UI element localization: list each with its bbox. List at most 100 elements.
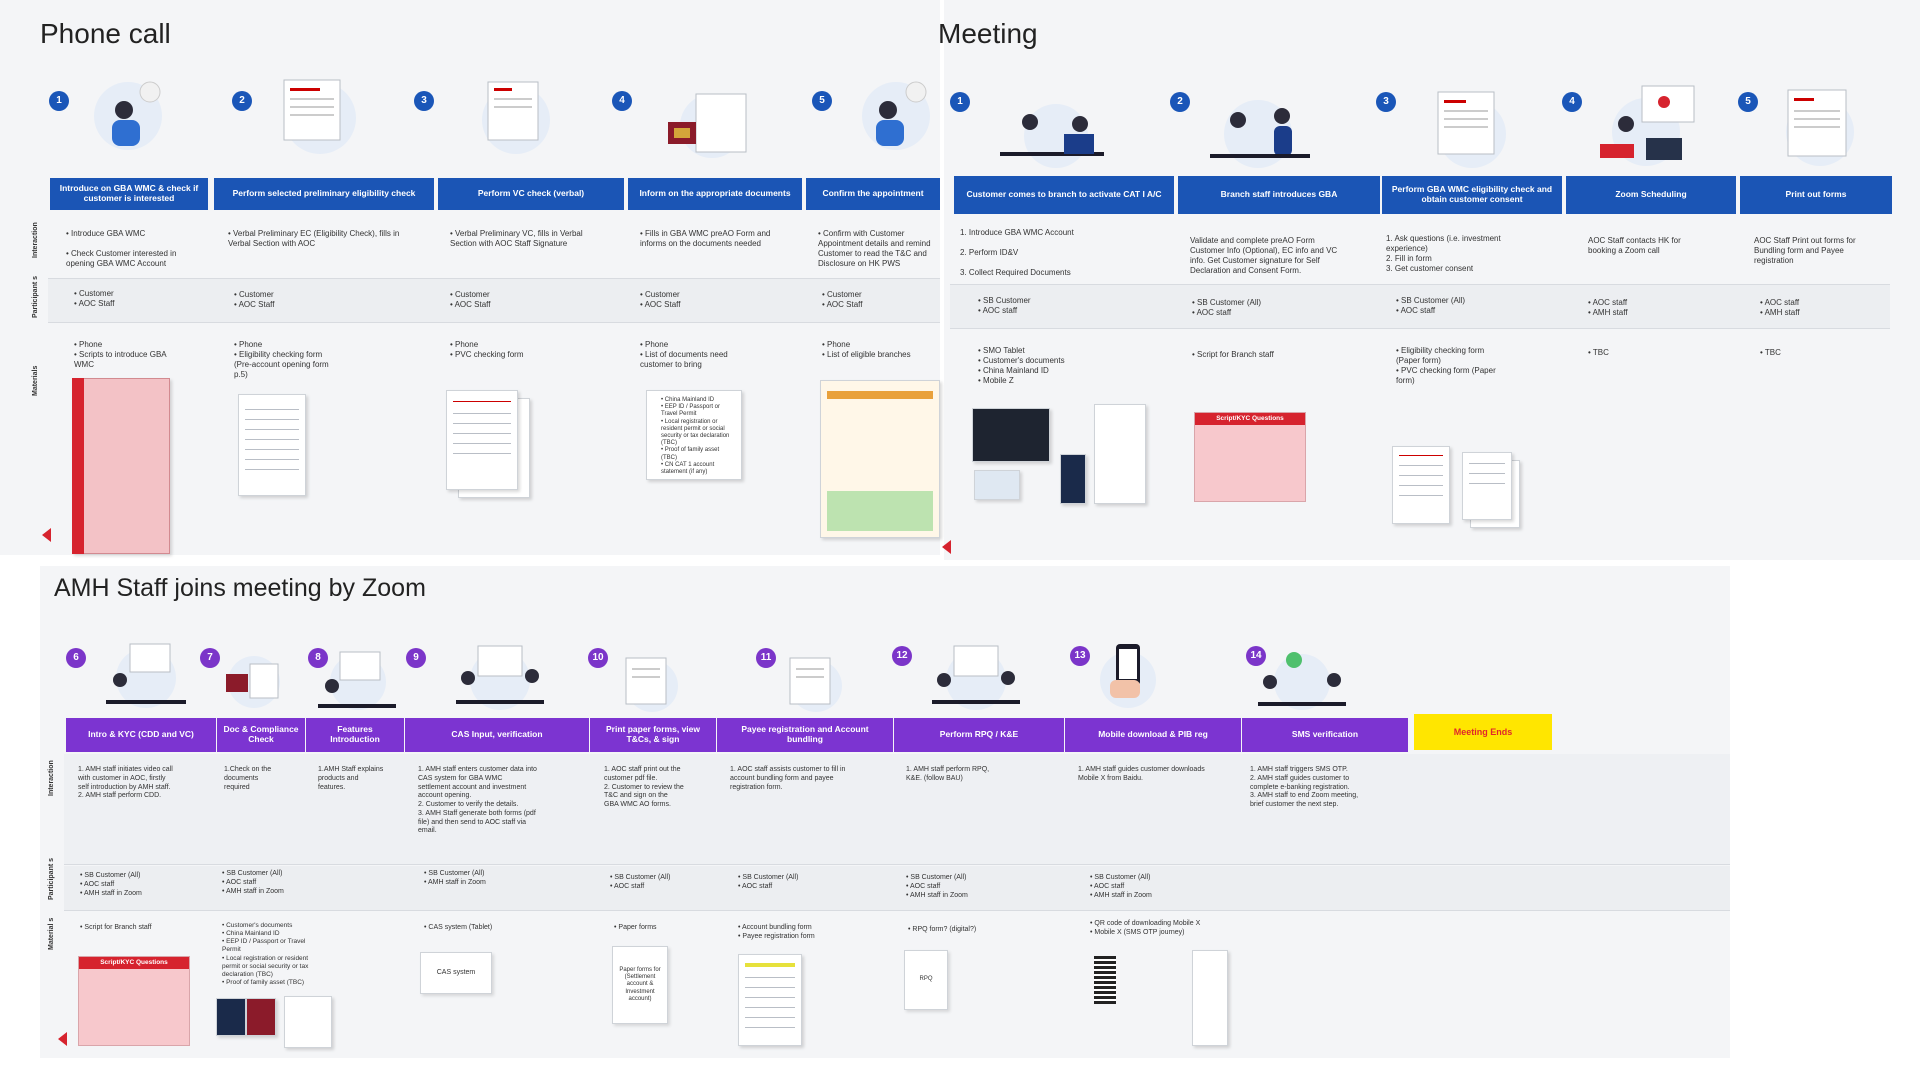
meeting-participants-cell-1: • SB Customer • AOC staff <box>978 296 1031 315</box>
meeting-participants-cell-4: • AOC staff • AMH staff <box>1588 298 1628 317</box>
zoom-materials-cell-7: • Customer's documents • China Mainland … <box>222 922 309 986</box>
materials-cell-2: • Phone • Eligibility checking form (Pre… <box>234 340 329 379</box>
meeting-step-header-4: Zoom Scheduling <box>1566 176 1736 214</box>
zoom-interaction-cell-10: 1. AOC staff print out the customer pdf … <box>604 766 684 808</box>
interaction-cell-1: • Introduce GBA WMC • Check Customer int… <box>66 229 177 268</box>
interaction-cell-2: • Verbal Preliminary EC (Eligibility Che… <box>228 229 400 248</box>
participants-cell-3: • Customer • AOC Staff <box>450 290 491 309</box>
paper-forms-box: Paper forms for (Settlement account & In… <box>612 946 668 1024</box>
row-separator <box>950 284 1890 285</box>
row-separator <box>48 278 940 279</box>
id-card-image <box>974 470 1020 500</box>
zoom-step-number-8: 8 <box>308 648 328 668</box>
row-separator <box>64 864 1730 865</box>
meeting-materials-cell-2: • Script for Branch staff <box>1192 350 1274 359</box>
zoom-interaction-cell-12: 1. AMH staff perform RPQ, K&E. (follow B… <box>906 766 990 782</box>
meeting-step-header-1: Customer comes to branch to activate CAT… <box>954 176 1174 214</box>
document-list-text: • China Mainland ID • EEP ID / Passport … <box>661 397 730 475</box>
participants-cell-2: • Customer • AOC Staff <box>234 290 275 309</box>
zoom-step-header-7: Doc & Compliance Check <box>217 718 305 752</box>
zoom-step-header-8: Features Introduction <box>306 718 404 752</box>
print-sign-illustration <box>625 657 678 712</box>
account-bundling-form-doc <box>738 954 802 1046</box>
pvc-form-doc <box>446 390 518 490</box>
meeting-materials-cell-4: • TBC <box>1588 348 1609 357</box>
passport-image <box>1060 454 1086 504</box>
step-number-1: 1 <box>49 91 69 111</box>
zoom-step-number-14: 14 <box>1246 646 1266 666</box>
zoom-step-header-14: SMS verification <box>1242 718 1408 752</box>
zoom-step-number-7: 7 <box>200 648 220 668</box>
meeting-materials-cell-3: • Eligibility checking form (Paper form)… <box>1396 346 1496 385</box>
zoom-materials-cell-13: • QR code of downloading Mobile X • Mobi… <box>1090 920 1201 936</box>
meeting-participants-cell-2: • SB Customer (All) • AOC staff <box>1192 298 1262 317</box>
zoom-step-header-6: Intro & KYC (CDD and VC) <box>66 718 216 752</box>
script-kyc-card-title: Script/KYC Questions <box>79 957 189 969</box>
smo-tablet-image <box>972 408 1050 462</box>
participants-cell-5: • Customer • AOC Staff <box>822 290 863 309</box>
zoom-step-header-12: Perform RPQ / K&E <box>894 718 1064 752</box>
staff-introduction-illustration <box>1210 100 1310 168</box>
document-list-card: • China Mainland ID • EEP ID / Passport … <box>646 390 742 480</box>
meeting-step-number-1: 1 <box>950 92 970 112</box>
row-separator <box>950 328 1890 329</box>
participants-cell-4: • Customer • AOC Staff <box>640 290 681 309</box>
script-kyc-card: Script/KYC Questions <box>1194 412 1306 502</box>
cas-system-box: CAS system <box>420 952 492 994</box>
hsbc-qr-code <box>1094 956 1116 1004</box>
step-header-1: Introduce on GBA WMC & check if customer… <box>50 178 208 210</box>
step-number-2: 2 <box>232 91 252 111</box>
meeting-step-number-2: 2 <box>1170 92 1190 112</box>
zoom-interaction-cell-14: 1. AMH staff triggers SMS OTP. 2. AMH st… <box>1250 766 1359 808</box>
phone-call-title: Phone call <box>40 18 171 49</box>
meeting-interaction-cell-3: 1. Ask questions (i.e. investment experi… <box>1386 234 1501 273</box>
interaction-cell-4: • Fills in GBA WMC preAO Form and inform… <box>640 229 771 248</box>
meeting-interaction-cell-5: AOC Staff Print out forms for Bundling f… <box>1754 236 1856 265</box>
zoom-title: AMH Staff joins meeting by Zoom <box>54 574 426 602</box>
red-script-doc-stripe <box>72 378 84 554</box>
zoom-step-header-13: Mobile download & PIB reg <box>1065 718 1241 752</box>
passport-image <box>216 998 246 1036</box>
agent-phone-illustration <box>862 81 930 150</box>
zoom-materials-cell-12: • RPQ form? (digital?) <box>908 926 977 933</box>
document-illustration <box>482 81 550 154</box>
meeting-participants-cell-3: • SB Customer (All) • AOC staff <box>1396 296 1466 315</box>
branch-meeting-illustration <box>1000 104 1104 168</box>
red-script-doc <box>72 378 170 554</box>
zoom-materials-cell-11: • Account bundling form • Payee registra… <box>738 924 815 940</box>
zoom-step-number-13: 13 <box>1070 646 1090 666</box>
zoom-participants-cell-7: • SB Customer (All) • AOC staff • AMH st… <box>222 870 284 895</box>
step-header-2: Perform selected preliminary eligibility… <box>214 178 434 210</box>
zoom-step-number-9: 9 <box>406 648 426 668</box>
row-label-interaction: Interaction <box>48 760 55 796</box>
mobile-app-screens <box>1094 404 1146 504</box>
rpq-form-box: RPQ <box>904 950 948 1010</box>
zoom-interaction-cell-7: 1.Check on the documents required <box>224 766 272 791</box>
row-label-participants: Participant s <box>48 857 55 900</box>
zoom-interaction-cell-6: 1. AMH staff initiates video call with c… <box>78 766 173 800</box>
previous-slide-arrow[interactable] <box>42 528 51 542</box>
video-call-illustration <box>106 643 186 708</box>
previous-slide-arrow[interactable] <box>942 540 951 554</box>
meeting-step-number-4: 4 <box>1562 92 1582 112</box>
meeting-ends-marker: Meeting Ends <box>1414 714 1552 750</box>
mobile-download-illustration <box>1100 644 1156 708</box>
participants-band <box>48 278 940 322</box>
materials-cell-4: • Phone • List of documents need custome… <box>640 340 728 369</box>
passport-illustration <box>668 93 747 158</box>
zoom-materials-cell-9: • CAS system (Tablet) <box>424 924 493 931</box>
materials-cell-1: • Phone • Scripts to introduce GBA WMC <box>74 340 167 369</box>
participants-cell-1: • Customer • AOC Staff <box>74 289 115 308</box>
interaction-cell-3: • Verbal Preliminary VC, fills in Verbal… <box>450 229 583 248</box>
meeting-step-header-5: Print out forms <box>1740 176 1892 214</box>
pvc-form-doc <box>1462 452 1512 520</box>
meeting-participants-cell-5: • AOC staff • AMH staff <box>1760 298 1800 317</box>
zoom-participants-cell-6: • SB Customer (All) • AOC staff • AMH st… <box>80 872 142 897</box>
previous-slide-arrow[interactable] <box>58 1032 67 1046</box>
zoom-materials-cell-6: • Script for Branch staff <box>80 924 152 931</box>
agent-phone-illustration <box>94 81 162 150</box>
form-writing-illustration <box>283 79 356 154</box>
zoom-step-number-12: 12 <box>892 646 912 666</box>
meeting-materials-cell-5: • TBC <box>1760 348 1781 357</box>
zoom-scheduling-illustration <box>1600 85 1695 166</box>
